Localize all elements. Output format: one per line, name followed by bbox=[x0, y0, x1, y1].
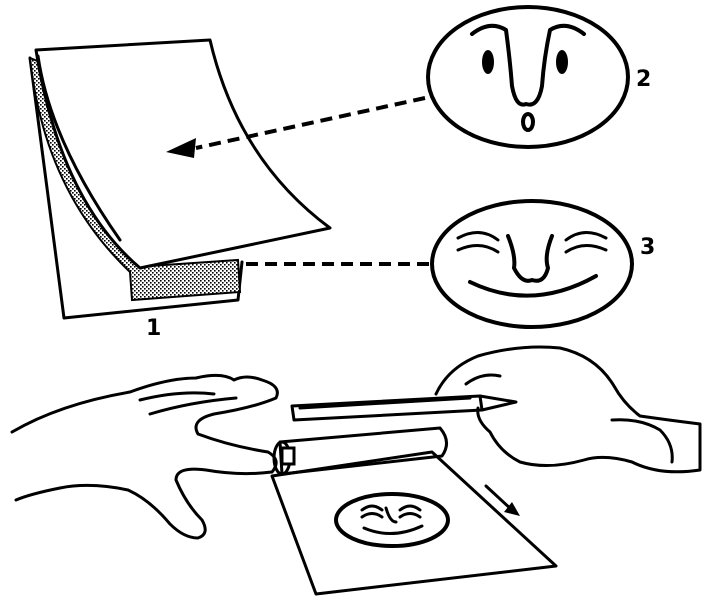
face-smiling-outline bbox=[430, 199, 634, 329]
pad-label: 1 bbox=[146, 316, 161, 341]
roller bbox=[272, 426, 448, 476]
left-eye bbox=[482, 50, 494, 74]
arrowhead bbox=[166, 138, 196, 158]
face-smiling: 3 bbox=[430, 199, 655, 329]
motion-arrow bbox=[484, 484, 520, 516]
face-surprised: 2 bbox=[426, 5, 651, 149]
tracing-sheet bbox=[270, 450, 558, 596]
face-surprised-outline bbox=[426, 5, 630, 149]
face-smiling-label: 3 bbox=[640, 235, 655, 260]
mouth-o bbox=[521, 112, 535, 132]
sheet-face-outline bbox=[334, 492, 450, 548]
smile bbox=[468, 274, 598, 298]
sheet-outline bbox=[270, 450, 558, 596]
roller-end-cap bbox=[280, 446, 296, 466]
paper-pad: 1 bbox=[28, 38, 332, 341]
right-hand bbox=[434, 345, 702, 474]
left-hand bbox=[10, 373, 279, 540]
right-eye bbox=[556, 50, 568, 74]
pencil bbox=[290, 394, 518, 422]
arrow-face2-to-pad bbox=[166, 96, 426, 158]
face-surprised-label: 2 bbox=[636, 67, 651, 92]
